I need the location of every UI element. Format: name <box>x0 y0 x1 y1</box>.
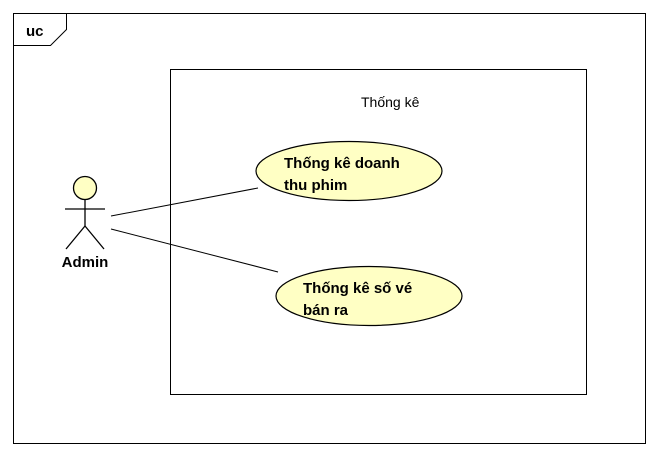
actor-head <box>72 175 98 201</box>
association-line-1 <box>110 187 259 217</box>
use-case-ellipse <box>255 140 443 202</box>
actor-admin[interactable]: Admin <box>62 175 109 272</box>
actor-right-leg <box>84 225 105 250</box>
system-boundary-rect <box>170 69 587 395</box>
use-case-label-line: Thống kê số vé <box>303 280 412 297</box>
frame-label-tab <box>13 13 67 46</box>
use-case-ellipse <box>275 265 463 327</box>
system-boundary: Thống kê <box>170 69 587 395</box>
use-case-tickets-sold[interactable]: Thống kê số vé bán ra <box>275 265 463 327</box>
use-case-revenue[interactable]: Thống kê doanh thu phim <box>255 140 443 202</box>
use-case-label-line: bán ra <box>303 302 349 319</box>
use-case-label-line: Thống kê doanh <box>284 155 400 172</box>
system-boundary-title: Thống kê <box>361 94 420 110</box>
association-line-2 <box>110 228 279 273</box>
actor-left-leg <box>65 225 86 250</box>
actor-label: Admin <box>62 254 109 271</box>
frame-label: uc <box>26 23 44 40</box>
use-case-label-line: thu phim <box>284 177 347 194</box>
